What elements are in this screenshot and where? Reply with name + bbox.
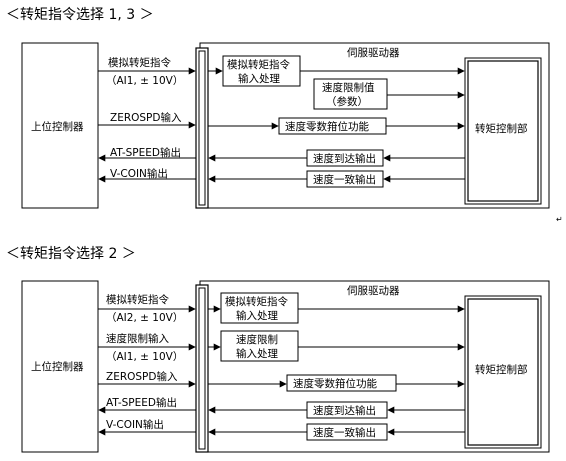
speed-limit-box-1 bbox=[313, 78, 388, 110]
speed-reach-label-1: 速度到达输出 bbox=[313, 152, 376, 165]
host-controller-label-2: 上位控制器 bbox=[31, 360, 84, 373]
zero-clamp-label-2: 速度零数箝位功能 bbox=[293, 377, 377, 390]
zero-clamp-label-1: 速度零数箝位功能 bbox=[285, 120, 369, 133]
speed-limit-proc-box-2 bbox=[220, 330, 299, 362]
servo-driver-label-2: 伺服驱动器 bbox=[347, 284, 400, 297]
zero-clamp-box-2 bbox=[286, 374, 397, 392]
v-coin-label-1: V-COIN输出 bbox=[110, 167, 168, 180]
analog-proc-line1-2: 模拟转矩指令 bbox=[225, 295, 288, 308]
speed-limit-line2-1: （参数） bbox=[326, 95, 368, 108]
torque-control-label-2: 转矩控制部 bbox=[475, 363, 528, 376]
analog-proc-line2-1: 输入处理 bbox=[238, 72, 280, 85]
analog-proc-line1-1: 模拟转矩指令 bbox=[227, 58, 290, 71]
analog-proc-box-1 bbox=[222, 55, 301, 87]
torque-control-inner-1 bbox=[467, 60, 539, 202]
at-speed-label-1: AT-SPEED输出 bbox=[110, 146, 181, 159]
host-controller-box-1 bbox=[21, 42, 99, 209]
analog-cmd-label-1: 模拟转矩指令 bbox=[108, 56, 171, 69]
host-controller-box-2 bbox=[21, 280, 99, 453]
torque-control-label-1: 转矩控制部 bbox=[475, 122, 528, 135]
speed-limit-channel-label-2: （AI1, ± 10V） bbox=[106, 351, 183, 363]
diagram2-title: ＜转矩指令选择 2 ＞ bbox=[6, 246, 136, 262]
diagram1-title: ＜转矩指令选择 1, 3 ＞ bbox=[6, 7, 154, 23]
speed-limit-proc-line2-2: 输入处理 bbox=[236, 347, 278, 360]
speed-coin-label-2: 速度一致输出 bbox=[313, 426, 376, 439]
analog-proc-box-2 bbox=[220, 292, 299, 324]
analog-cmd-label-2: 模拟转矩指令 bbox=[106, 293, 169, 306]
host-controller-label-1: 上位控制器 bbox=[31, 120, 84, 133]
zerospd-label-2: ZEROSPD输入 bbox=[106, 370, 178, 383]
return-mark-icon: ↵ bbox=[556, 215, 563, 224]
servo-driver-label-1: 伺服驱动器 bbox=[347, 46, 400, 59]
zerospd-label-1: ZEROSPD输入 bbox=[110, 111, 182, 124]
torque-control-inner-2 bbox=[467, 298, 539, 446]
at-speed-label-2: AT-SPEED输出 bbox=[106, 396, 177, 409]
diagram-2: ＜转矩指令选择 2 ＞ 伺服驱动器 上位控制器 转矩控制部 模拟转矩指令 输入处… bbox=[6, 246, 550, 453]
speed-limit-in-label-2: 速度限制输入 bbox=[106, 332, 169, 345]
analog-channel-label-1: （AI1, ± 10V） bbox=[106, 75, 183, 87]
interface-bar-inner-1 bbox=[198, 50, 206, 206]
interface-bar-inner-2 bbox=[198, 287, 206, 450]
speed-limit-proc-line1-2: 速度限制 bbox=[236, 333, 278, 346]
torque-control-box-2 bbox=[464, 295, 542, 449]
torque-control-box-1 bbox=[464, 57, 542, 205]
speed-coin-label-1: 速度一致输出 bbox=[313, 173, 376, 186]
analog-proc-line2-2: 输入处理 bbox=[236, 309, 278, 322]
speed-limit-line1-1: 速度限制值 bbox=[322, 81, 375, 94]
v-coin-label-2: V-COIN输出 bbox=[106, 418, 164, 431]
diagram-1: ＜转矩指令选择 1, 3 ＞ 伺服驱动器 上位控制器 转矩控制部 模拟转矩指令 … bbox=[6, 7, 563, 224]
analog-channel-label-2: （AI2, ± 10V） bbox=[106, 312, 183, 324]
speed-reach-label-2: 速度到达输出 bbox=[313, 404, 376, 417]
